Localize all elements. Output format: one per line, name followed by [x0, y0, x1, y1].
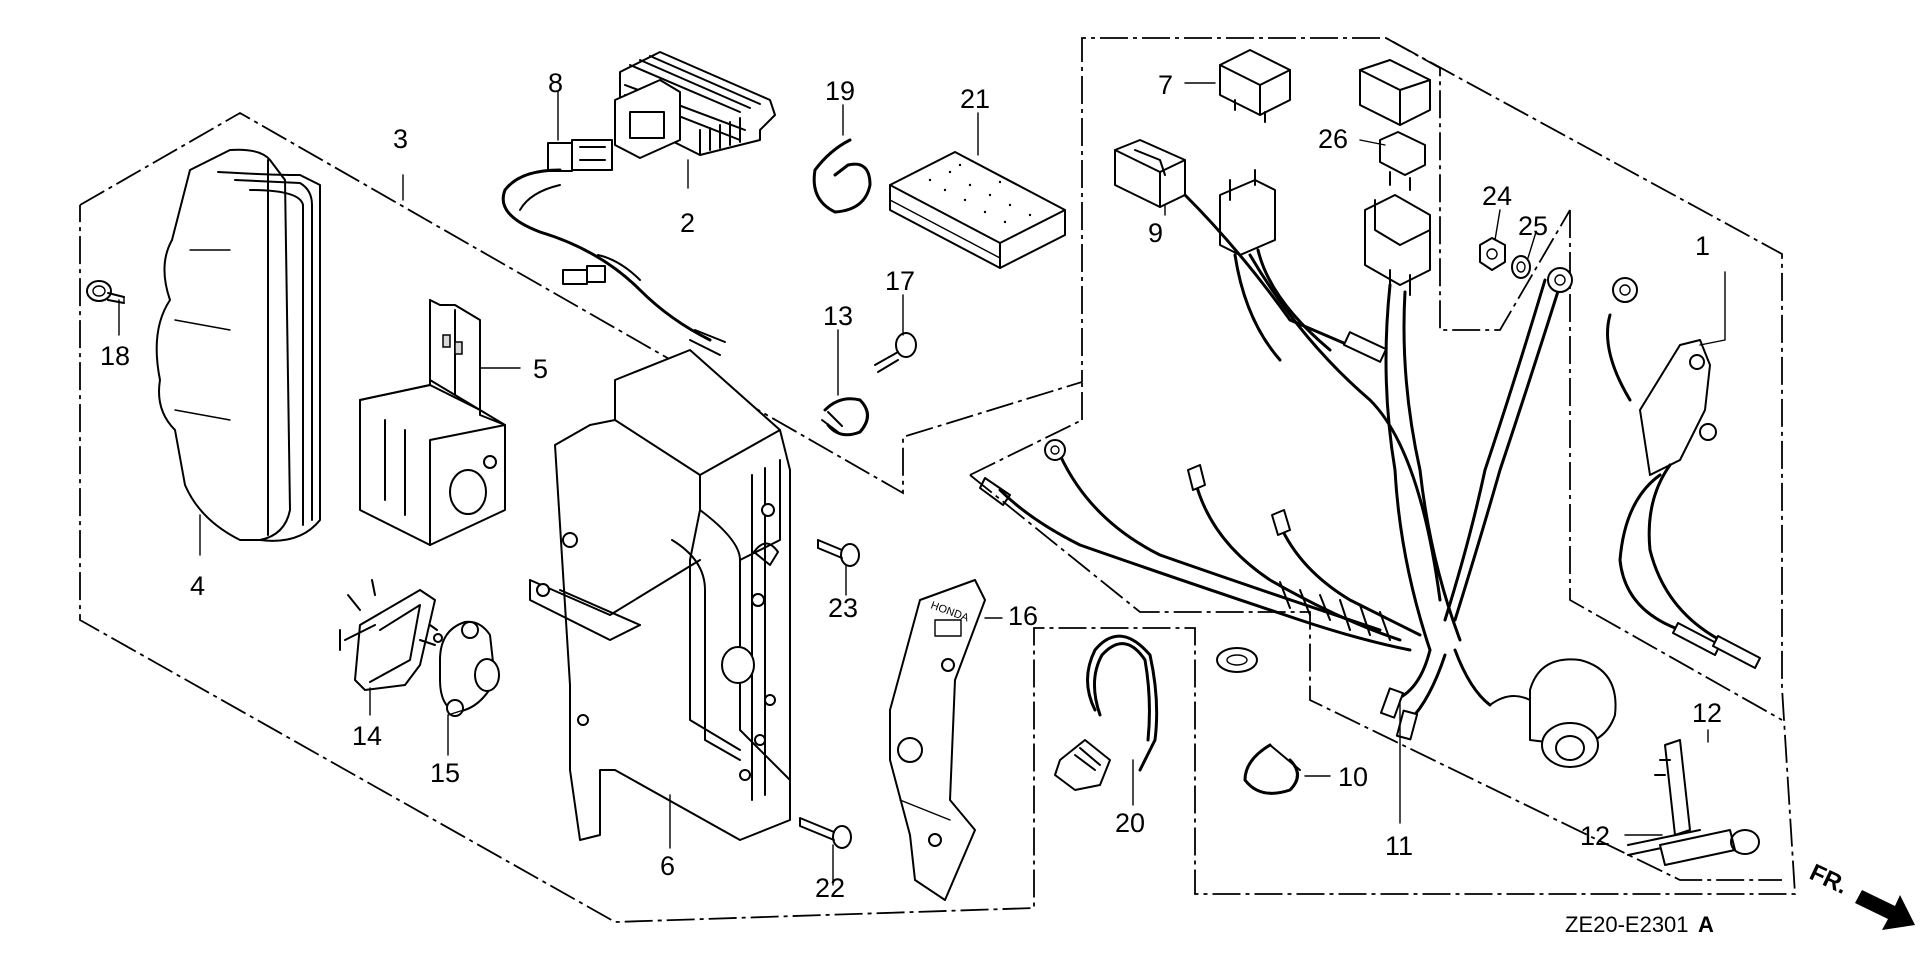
part-7-relay — [1219, 49, 1291, 123]
part-16-plate: HONDA — [889, 579, 986, 901]
callout-12a: 12 — [1692, 698, 1722, 728]
part-11-wire-harness — [979, 169, 1573, 741]
part-6-control-box — [529, 349, 791, 841]
callout-8: 8 — [548, 68, 563, 98]
callout-10: 10 — [1338, 762, 1368, 792]
callout-1: 1 — [1695, 231, 1710, 261]
callout-labels: 1 2 3 4 5 6 7 8 9 10 11 12 12 13 14 15 1… — [100, 68, 1722, 903]
callout-6: 6 — [660, 851, 675, 881]
callout-23: 23 — [828, 593, 858, 623]
callout-26: 26 — [1318, 124, 1348, 154]
part-20-band — [1054, 634, 1159, 791]
callout-15: 15 — [430, 758, 460, 788]
part-26-fuse — [1379, 131, 1426, 191]
leader-lines — [118, 82, 1726, 886]
callout-9: 9 — [1148, 218, 1163, 248]
part-14-switch — [339, 579, 443, 691]
callout-21: 21 — [960, 84, 990, 114]
harness-group-edge — [969, 419, 1083, 476]
part-24-nut — [1479, 237, 1506, 271]
part-19-clip — [812, 138, 872, 214]
drawing-code-block: ZE20-E2301 A — [1565, 912, 1714, 937]
part-9-cap — [1114, 139, 1186, 208]
callout-7: 7 — [1158, 70, 1173, 100]
part-23-screw — [817, 539, 860, 567]
part-5-bracket — [359, 299, 506, 546]
callout-2: 2 — [680, 208, 695, 238]
callout-24: 24 — [1482, 181, 1512, 211]
callout-18: 18 — [100, 341, 130, 371]
part-22-screw — [799, 817, 852, 849]
part-17-screw — [874, 332, 917, 373]
part-8-sub-harness — [501, 139, 726, 356]
callout-4: 4 — [190, 571, 205, 601]
callout-22: 22 — [815, 873, 845, 903]
direction-label: FR. — [1805, 859, 1851, 900]
part-21-pad — [889, 151, 1066, 269]
callout-11: 11 — [1385, 831, 1413, 861]
callout-17: 17 — [885, 266, 915, 296]
part-1-sensor-unit — [1606, 277, 1761, 669]
ignition-switch — [1489, 658, 1617, 768]
callout-12b: 12 — [1580, 821, 1610, 851]
callout-19: 19 — [825, 76, 855, 106]
part-18-bolt — [86, 280, 125, 304]
group-boundaries — [79, 37, 1796, 923]
fuse-cover — [1359, 59, 1431, 126]
drawing-revision: A — [1698, 912, 1714, 937]
front-arrow-icon — [1855, 890, 1915, 930]
callout-3: 3 — [393, 124, 408, 154]
callout-5: 5 — [533, 354, 548, 384]
part-25-washer — [1511, 255, 1531, 279]
part-4-cover — [155, 148, 321, 542]
front-direction-indicator: FR. — [1805, 859, 1915, 930]
part-13-clamp — [821, 397, 869, 437]
drawing-code: ZE20-E2301 — [1565, 912, 1689, 937]
part-2-regulator — [614, 51, 776, 159]
callout-14: 14 — [352, 721, 382, 751]
part-12-keys — [1627, 739, 1760, 866]
callout-16: 16 — [1008, 601, 1038, 631]
part-10-grommet — [1216, 647, 1301, 795]
callout-20: 20 — [1115, 808, 1145, 838]
callout-13: 13 — [823, 301, 853, 331]
callout-25: 25 — [1518, 211, 1548, 241]
part-15-sensor — [439, 620, 500, 717]
